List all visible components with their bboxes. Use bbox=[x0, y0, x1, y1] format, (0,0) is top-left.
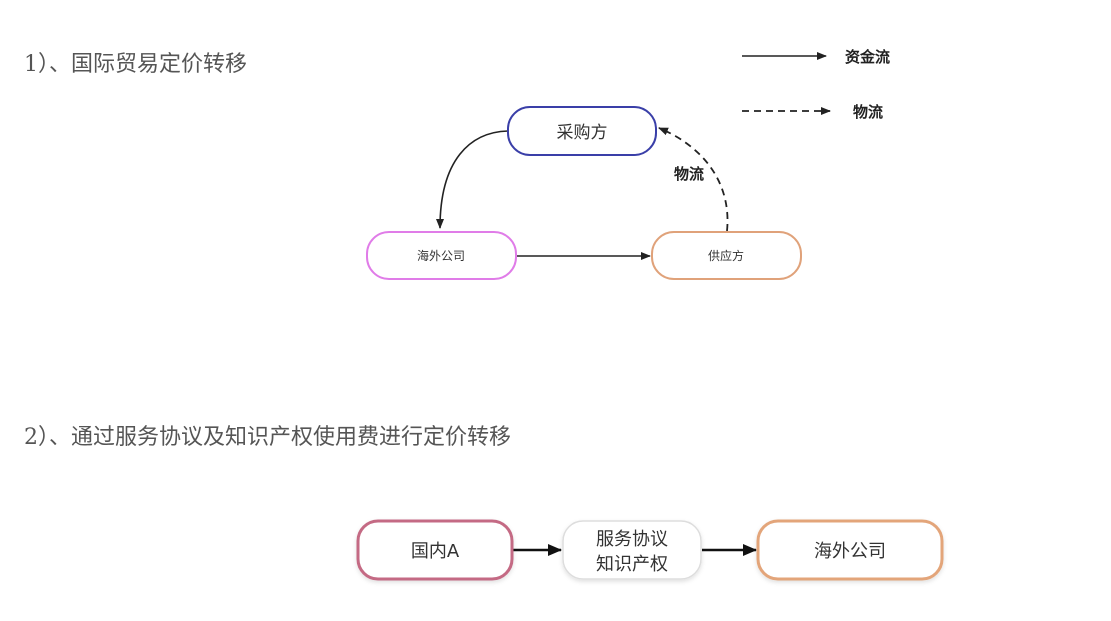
edge-supplier-to-buyer bbox=[658, 127, 729, 232]
node-service-line-2: 知识产权 bbox=[596, 554, 668, 575]
node-domestic-a-label: 国内A bbox=[411, 541, 460, 562]
edge-buyer-to-overseas bbox=[436, 130, 509, 229]
node-service-line-1: 服务协议 bbox=[596, 529, 668, 550]
node-overseas-label: 海外公司 bbox=[417, 248, 465, 263]
node-supplier: 供应方 bbox=[651, 231, 802, 280]
node-overseas: 海外公司 bbox=[366, 231, 517, 280]
node-overseas-2-label: 海外公司 bbox=[814, 541, 886, 562]
edge-logistics-label: 物流 bbox=[674, 165, 704, 183]
legend-dashed-label: 物流 bbox=[853, 103, 883, 121]
node-supplier-label: 供应方 bbox=[708, 248, 744, 263]
legend-solid-label: 资金流 bbox=[845, 48, 890, 66]
node-overseas-2: 海外公司 bbox=[756, 519, 944, 581]
section-1-heading: 1）、国际贸易定价转移 bbox=[24, 52, 247, 77]
node-service-ip: 服务协议 知识产权 bbox=[562, 520, 702, 580]
node-buyer-label: 采购方 bbox=[557, 123, 608, 143]
section-2-heading: 2）、通过服务协议及知识产权使用费进行定价转移 bbox=[24, 425, 511, 450]
node-domestic-a: 国内A bbox=[356, 519, 514, 581]
node-buyer: 采购方 bbox=[507, 106, 657, 156]
legend: 资金流 物流 bbox=[742, 48, 890, 121]
